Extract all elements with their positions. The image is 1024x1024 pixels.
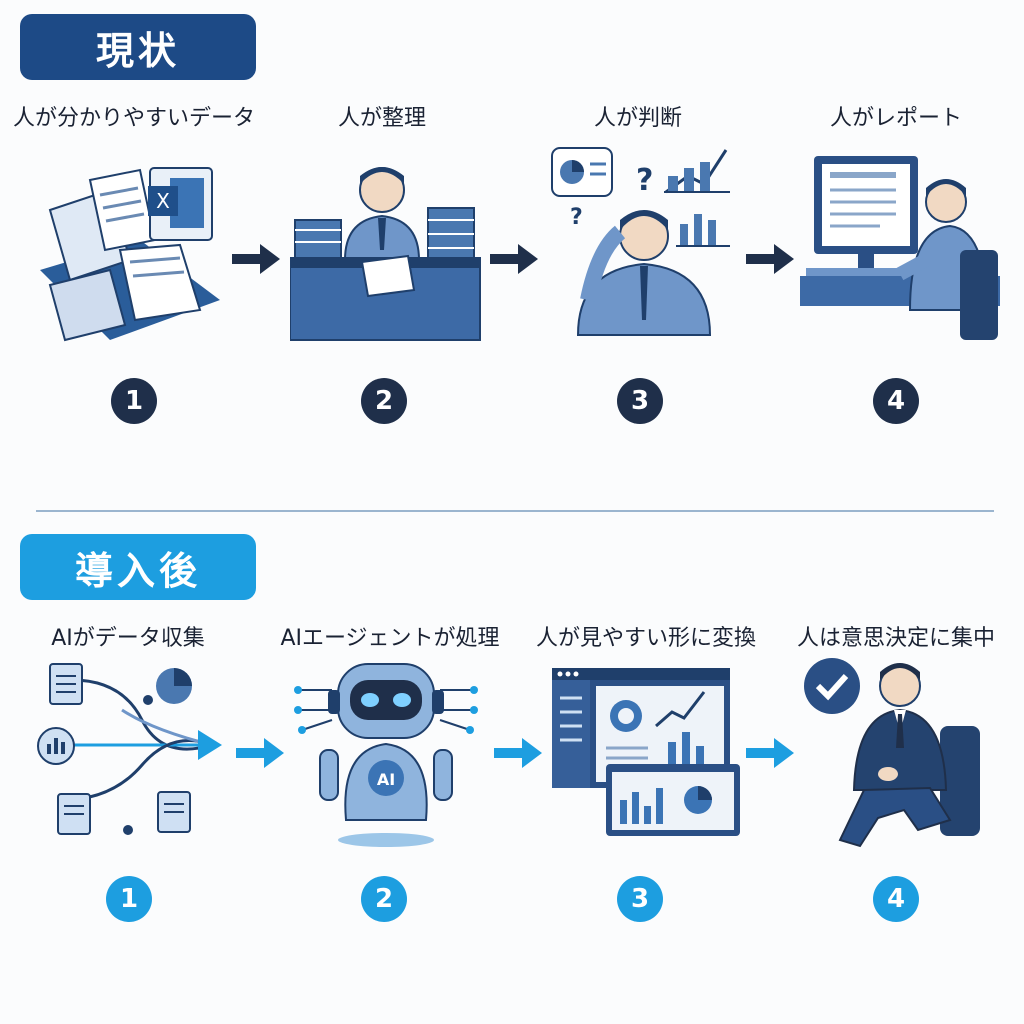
- future-section-title: 導入後: [20, 534, 256, 600]
- current-step-1-label: 人が分かりやすいデータ: [12, 106, 255, 131]
- future-step-2-number: 2: [361, 876, 407, 922]
- current-step-1-number: 1: [111, 378, 157, 424]
- arrow-right-icon: [236, 738, 284, 768]
- current-step-2-number: 2: [361, 378, 407, 424]
- section-divider: [36, 510, 994, 512]
- data-collection-icon: [37, 663, 222, 835]
- confused-person-icon: ? ?: [551, 147, 730, 336]
- current-step-2-label: 人が整理: [337, 106, 426, 131]
- future-step-2-label: AIエージェントが処理: [280, 626, 500, 651]
- ai-chest-label: AI: [377, 770, 395, 789]
- person-at-computer-icon: [800, 156, 1000, 340]
- confident-businessman-icon: [804, 658, 980, 848]
- current-step-4-label: 人がレポート: [829, 106, 962, 131]
- worker-at-desk-icon: [290, 167, 481, 341]
- dashboard-icon: [552, 668, 740, 836]
- ai-robot-icon: AI: [294, 663, 478, 847]
- future-step-1-label: AIがデータ収集: [51, 626, 205, 651]
- arrow-right-icon: [746, 244, 794, 274]
- current-step-3-label: 人が判断: [593, 106, 682, 131]
- arrow-right-icon: [232, 244, 280, 274]
- future-step-4-number: 4: [873, 876, 919, 922]
- svg-text:X: X: [156, 189, 170, 213]
- future-step-1-number: 1: [106, 876, 152, 922]
- current-step-3-number: 3: [617, 378, 663, 424]
- arrow-right-icon: [494, 738, 542, 768]
- future-step-4-label: 人は意思決定に集中: [796, 626, 995, 651]
- future-step-3-label: 人が見やすい形に変換: [535, 626, 756, 651]
- current-section-title: 現状: [20, 14, 256, 80]
- arrow-right-icon: [490, 244, 538, 274]
- current-step-4-number: 4: [873, 378, 919, 424]
- messy-documents-icon: X: [40, 167, 220, 342]
- svg-text:?: ?: [636, 163, 653, 198]
- svg-text:?: ?: [570, 205, 583, 230]
- arrow-right-icon: [746, 738, 794, 768]
- future-step-3-number: 3: [617, 876, 663, 922]
